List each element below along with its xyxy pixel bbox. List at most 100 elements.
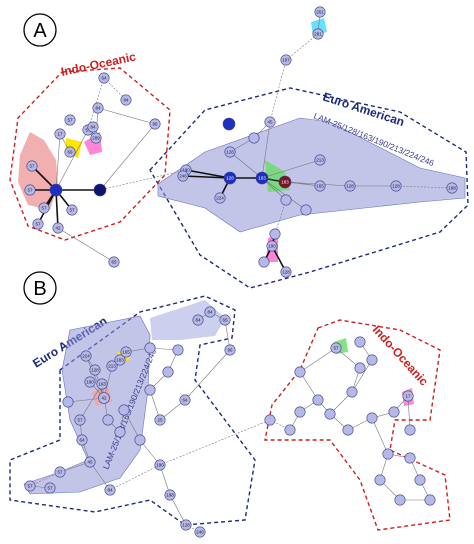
node-circle	[424, 494, 436, 506]
node-label: 17	[405, 394, 411, 399]
network-node: 57	[64, 114, 76, 126]
node-circle	[204, 306, 216, 318]
network-edge	[55, 189, 59, 229]
node-label: 96	[152, 122, 158, 127]
node-circle	[120, 94, 132, 106]
network-node	[62, 396, 74, 408]
node-label: 57	[85, 128, 91, 133]
network-node: 84	[204, 306, 216, 318]
euro-american-boundary-a	[149, 87, 469, 289]
node-circle	[346, 386, 358, 398]
node-label: 183	[116, 358, 124, 363]
node-circle	[224, 146, 236, 158]
node-label: 246	[179, 174, 187, 179]
network-node: 163	[255, 171, 269, 185]
node-label: 128	[91, 368, 99, 373]
node-circle	[330, 342, 342, 354]
network-node: 84	[92, 102, 104, 114]
node-circle	[104, 484, 116, 496]
network-node: 128	[224, 146, 236, 158]
network-node	[144, 384, 156, 396]
network-node: 42	[98, 392, 110, 404]
node-label: 281	[314, 32, 322, 37]
network-node: 128	[180, 519, 192, 531]
network-edge	[109, 464, 161, 491]
node-circle	[144, 342, 156, 354]
network-edge	[351, 359, 373, 393]
node-label: 128	[346, 184, 354, 189]
panel-b: B Euro American LAM-25/128/163/190/213/2…	[9, 271, 451, 538]
node-label: 165	[316, 184, 324, 189]
node-label: 197	[282, 58, 290, 63]
network-node	[394, 494, 406, 506]
network-edge	[55, 129, 89, 191]
lam-shaded-region-a	[157, 117, 466, 233]
network-node: 57	[32, 218, 44, 230]
network-node: 57	[66, 204, 78, 216]
network-node: 45	[84, 456, 96, 468]
network-node: 128	[390, 180, 402, 192]
node-circle	[98, 72, 110, 84]
network-node	[404, 424, 416, 436]
node-circle	[80, 350, 92, 362]
node-label: 57	[333, 346, 339, 351]
network-edge	[85, 355, 105, 399]
network-node: 57	[24, 480, 36, 492]
network-node	[366, 412, 378, 424]
network-node: 197	[280, 54, 292, 66]
network-node: 183	[114, 354, 126, 366]
network-edge	[285, 33, 319, 61]
network-edge	[182, 175, 231, 179]
node-circle	[404, 452, 416, 464]
node-circle	[84, 376, 96, 388]
node-circle	[314, 6, 326, 18]
node-circle	[24, 184, 36, 196]
network-node: 128	[89, 364, 101, 376]
network-node: 25	[154, 414, 166, 426]
node-circle	[314, 154, 326, 166]
node-circle	[219, 314, 231, 326]
node-circle	[354, 336, 366, 348]
network-node: 17	[402, 390, 414, 402]
network-node: 65	[219, 314, 231, 326]
network-node	[134, 434, 146, 446]
network-edge	[185, 524, 201, 533]
node-circle	[24, 480, 36, 492]
network-node: 84	[87, 121, 99, 133]
node-circle	[74, 414, 86, 426]
network-node: 57	[74, 414, 86, 426]
node-label: 165	[122, 350, 130, 355]
node-circle	[49, 183, 63, 197]
network-edge	[99, 123, 156, 191]
node-circle	[134, 434, 146, 446]
node-label: 163	[258, 176, 266, 181]
node-circle	[324, 408, 336, 420]
network-node: 190	[266, 240, 278, 252]
node-label: 84	[107, 488, 113, 493]
node-circle	[52, 222, 64, 234]
network-node	[374, 474, 386, 486]
node-label: 45	[267, 120, 273, 125]
node-circle	[402, 390, 414, 402]
network-node	[424, 494, 436, 506]
network-node: 163	[96, 378, 108, 390]
network-node	[49, 183, 63, 197]
node-circle	[26, 160, 38, 172]
node-circle	[255, 171, 269, 185]
node-label: 96	[227, 348, 233, 353]
network-node: 128	[280, 266, 292, 278]
network-node	[382, 448, 394, 460]
node-label: 190	[182, 168, 190, 173]
network-node	[264, 414, 276, 426]
node-label: 45	[87, 460, 93, 465]
node-label: 84	[195, 318, 201, 323]
network-node	[258, 256, 270, 268]
node-label: 57	[27, 484, 33, 489]
network-node: 213	[314, 154, 326, 166]
node-circle	[66, 204, 78, 216]
network-node: 128	[344, 180, 356, 192]
node-circle	[120, 346, 132, 358]
node-label: 128	[226, 176, 234, 181]
